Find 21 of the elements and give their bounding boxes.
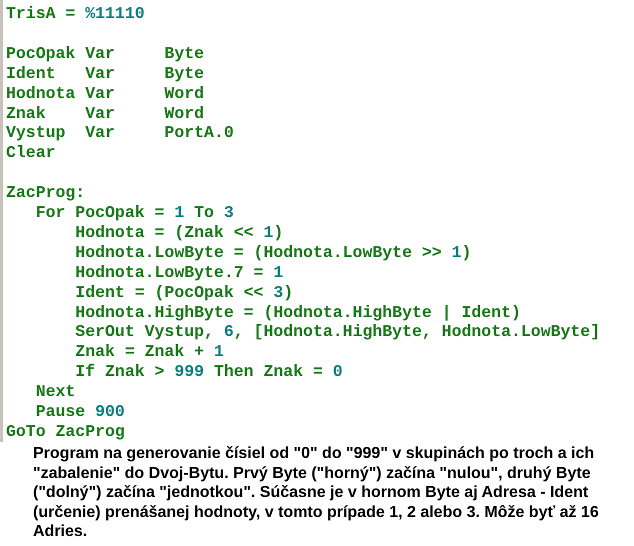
code-line: Hodnota Var Word bbox=[6, 84, 204, 104]
code-line: Znak = Znak + 1 bbox=[74, 342, 224, 362]
code-line: PocOpak Var Byte bbox=[6, 44, 204, 64]
code-line: For PocOpak = 1 To 3 bbox=[34, 203, 234, 223]
code-line: Hodnota.LowByte.7 = 1 bbox=[74, 262, 284, 283]
code-line: Znak Var Word bbox=[6, 104, 204, 124]
code-line: Vystup Var PortA.0 bbox=[6, 123, 234, 144]
code-line: Ident = (PocOpak << 3) bbox=[74, 282, 294, 303]
caption-text: Program na generovanie čísiel od "0" do "999" v skupinách po troch a ich "zabalenie" do Dvoj-Bytu. Prvý Byte ("horný") začína "nulou", druhý Byte ("dolný") začína "jednotkou". Súčasne je v hornom Byte aj Adresa - Ident (určenie) prenášanej hodnoty, v tomto prípade 1, 2 alebo 3. Môže byť až 16 Adries. bbox=[33, 444, 600, 542]
code-line: Hodnota.LowByte = (Hodnota.LowByte >> 1) bbox=[74, 242, 472, 263]
code-line: Ident Var Byte bbox=[6, 64, 204, 84]
code-line: TrisA = %11110 bbox=[6, 4, 145, 24]
code-line: GoTo ZacProg bbox=[6, 422, 125, 442]
code-line: If Znak > 999 Then Znak = 0 bbox=[74, 362, 343, 382]
code-line: Next bbox=[34, 382, 76, 402]
code-line: Pause 900 bbox=[34, 402, 125, 422]
code-line: Hodnota = (Znak << 1) bbox=[74, 222, 284, 243]
code-line: Clear bbox=[6, 143, 56, 164]
code-line: SerOut Vystup, 6, [Hodnota.HighByte, Hodnota.LowByte] bbox=[74, 322, 600, 342]
code-line: ZacProg: bbox=[6, 183, 86, 204]
code-line: Hodnota.HighByte = (Hodnota.HighByte | Ident) bbox=[74, 302, 521, 322]
